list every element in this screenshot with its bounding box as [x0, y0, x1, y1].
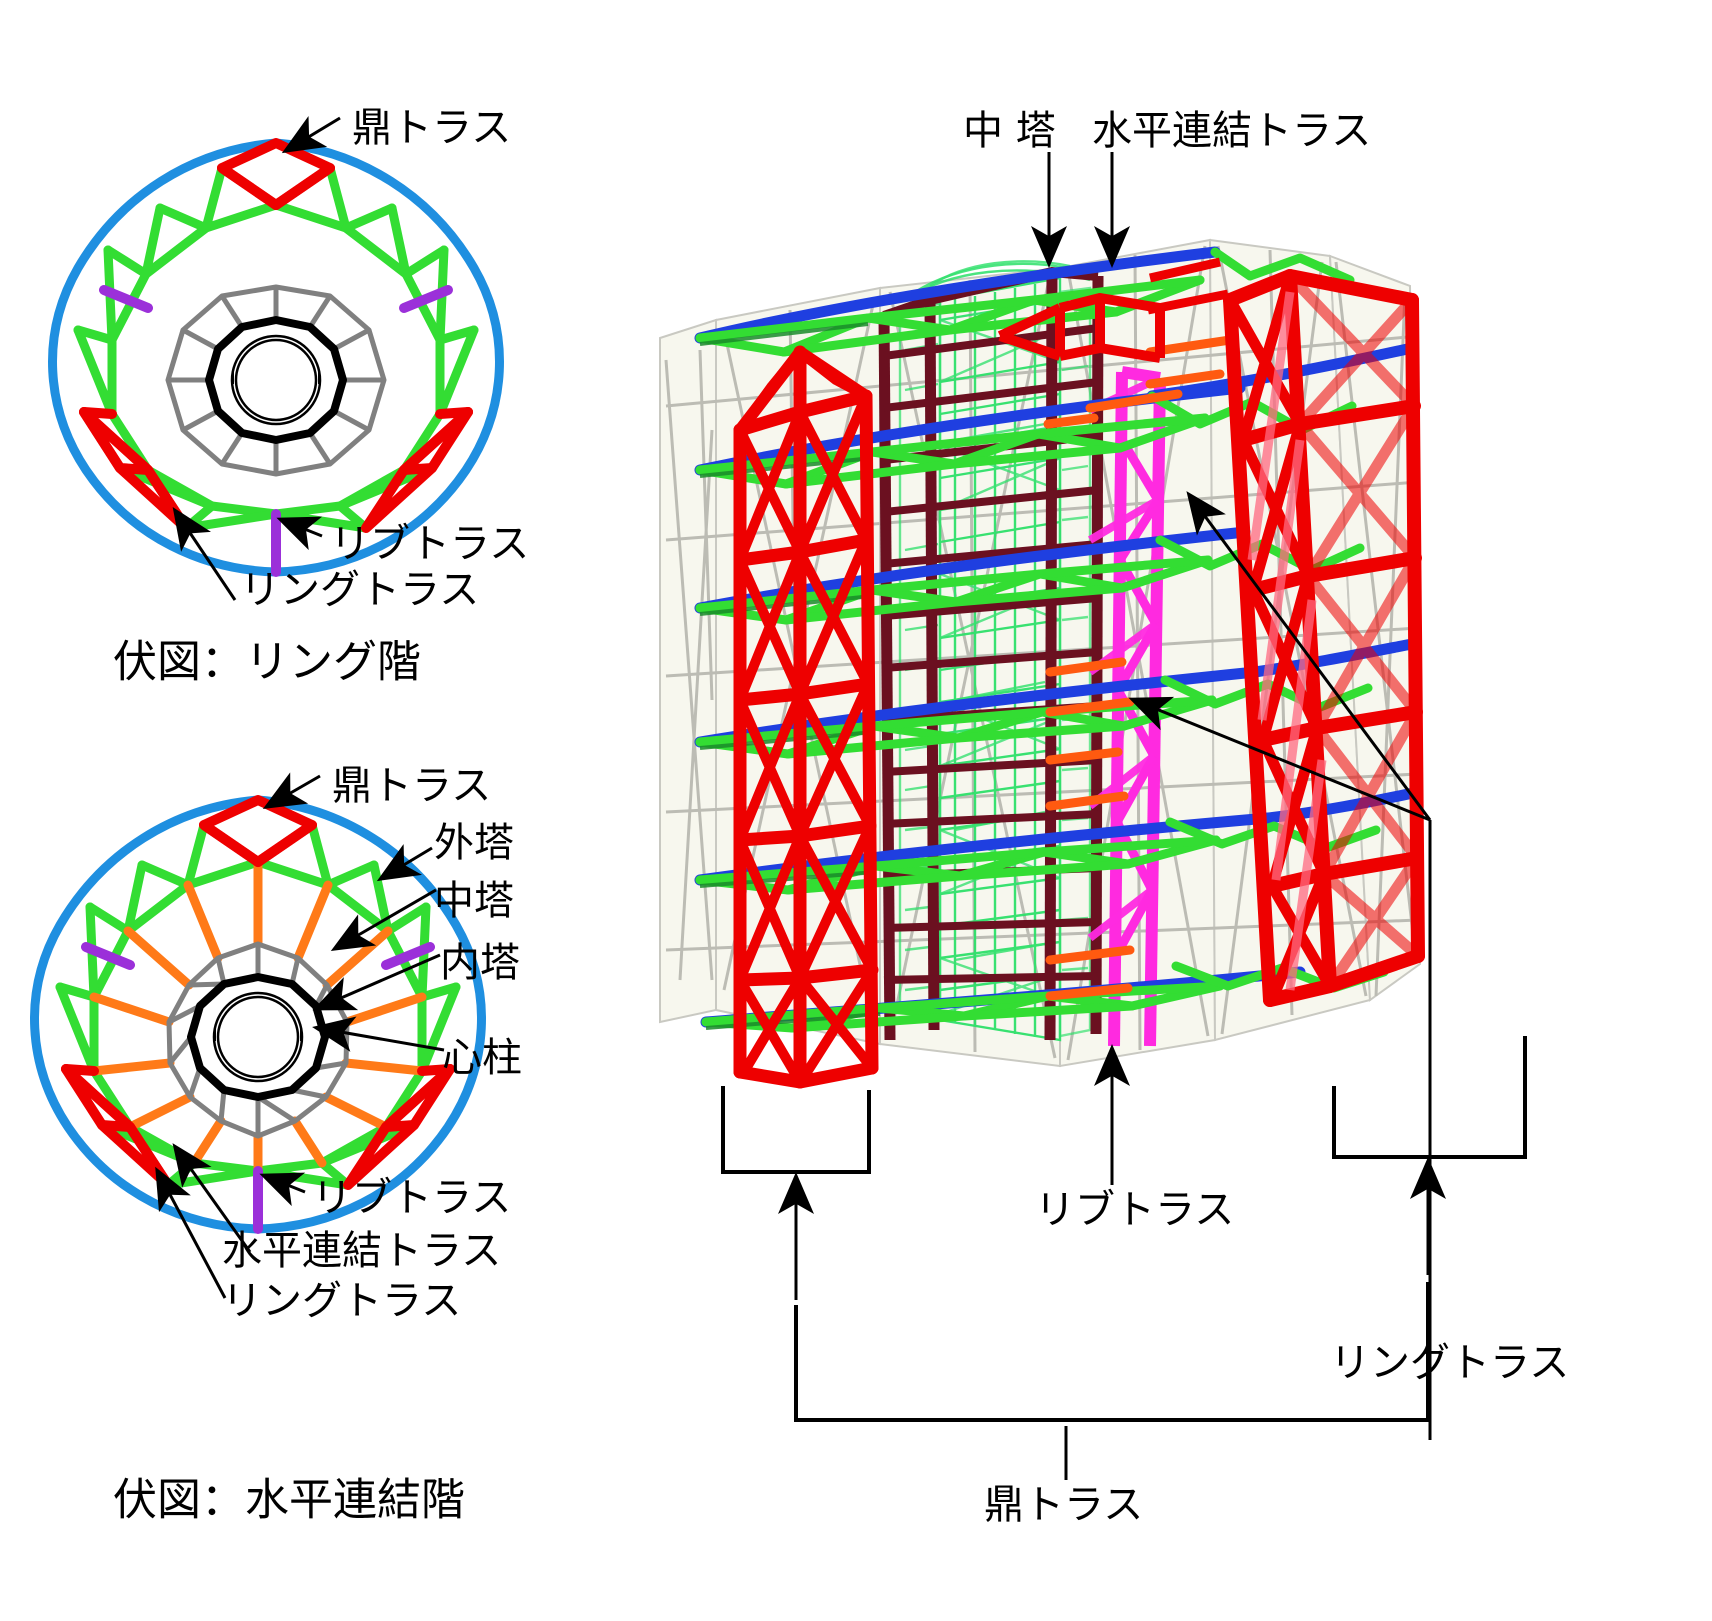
inner-tower-link-floor	[187, 973, 329, 1101]
callout-ring-truss-persp: リングトラス	[1330, 1330, 1569, 1440]
caption-plan-ring-floor: 伏図：リング階	[113, 637, 421, 688]
label-kanae-truss-ring-floor: 鼎トラス	[352, 105, 511, 151]
label-rib-truss-ring-floor: リブトラス	[330, 521, 529, 567]
callout-rib-ring-floor: リブトラス	[276, 516, 529, 567]
plan-ring-floor: 鼎トラス リブトラス リングトラス 伏図：リング階	[48, 105, 529, 688]
bracket-kanae-left	[721, 1086, 871, 1300]
label-kanae-truss-persp: 鼎トラス	[984, 1482, 1143, 1528]
kanae-tower-right	[1223, 269, 1425, 1007]
label-rib-truss-persp: リブトラス	[1035, 1187, 1234, 1233]
label-ring-truss-link-floor: リングトラス	[222, 1278, 461, 1324]
label-middle-tower-persp: 中 塔	[963, 108, 1056, 154]
middle-tower-ring-floor	[165, 284, 387, 477]
callout-middle-tower-persp: 中 塔	[963, 108, 1067, 268]
callout-rib-link-floor: リブトラス	[259, 1172, 511, 1221]
callout-ring-ring-floor: リングトラス	[172, 507, 479, 613]
rib-truss-link-floor	[81, 942, 435, 1234]
callout-inner-tower: 内塔	[312, 940, 520, 1011]
kanae-truss-connector: 鼎トラス	[794, 1282, 1430, 1528]
bracket-kanae-right	[1332, 1036, 1527, 1275]
inner-tower-ring-floor	[205, 316, 347, 444]
callout-rib-persp: リブトラス	[1035, 1044, 1234, 1233]
magenta-diagonals	[1087, 374, 1162, 942]
label-rib-truss-link-floor: リブトラス	[312, 1175, 511, 1221]
green-dark-shadow-lines	[699, 322, 881, 1030]
label-middle-tower: 中塔	[434, 878, 514, 924]
callout-horizontal-link-persp: 水平連結トラス	[1092, 108, 1371, 268]
label-ring-truss-ring-floor: リングトラス	[240, 567, 479, 613]
callout-outer-tower: 外塔	[376, 820, 514, 882]
label-ring-truss-persp: リングトラス	[1330, 1340, 1569, 1386]
callout-horizontal-link-truss: 水平連結トラス	[172, 1143, 501, 1274]
caption-plan-link-floor: 伏図：水平連結階	[113, 1475, 465, 1526]
perspective-view: 中 塔 水平連結トラス リブトラス	[659, 108, 1569, 1528]
callout-kanae-link-floor: 鼎トラス	[262, 763, 491, 809]
horizontal-link-truss-link-floor	[89, 857, 427, 1176]
label-horizontal-link-truss: 水平連結トラス	[222, 1228, 501, 1274]
green-truss-network-ring-floor	[73, 163, 479, 561]
callout-kanae-ring-floor: 鼎トラス	[281, 105, 511, 154]
callout-center-pillar: 心柱	[312, 1016, 522, 1081]
callout-middle-tower: 中塔	[330, 878, 514, 952]
label-center-pillar: 心柱	[442, 1035, 522, 1081]
label-outer-tower: 外塔	[434, 820, 514, 866]
label-kanae-truss-link-floor: 鼎トラス	[332, 763, 491, 809]
plan-horizontal-link-floor: 鼎トラス 外塔 中塔 内塔 心柱 リブトラス	[30, 763, 522, 1526]
kanae-tower-left	[733, 345, 879, 1089]
label-inner-tower: 内塔	[440, 940, 520, 986]
red-top-edges	[1147, 257, 1229, 315]
callout-ring-link-floor: リングトラス	[155, 1166, 461, 1324]
kanae-tower-back	[997, 293, 1165, 363]
rib-truss-ring-floor	[99, 285, 453, 577]
label-horizontal-link-persp: 水平連結トラス	[1092, 108, 1371, 154]
right-tower-shading	[1247, 291, 1327, 991]
ghost-floor-lines	[665, 334, 1419, 952]
